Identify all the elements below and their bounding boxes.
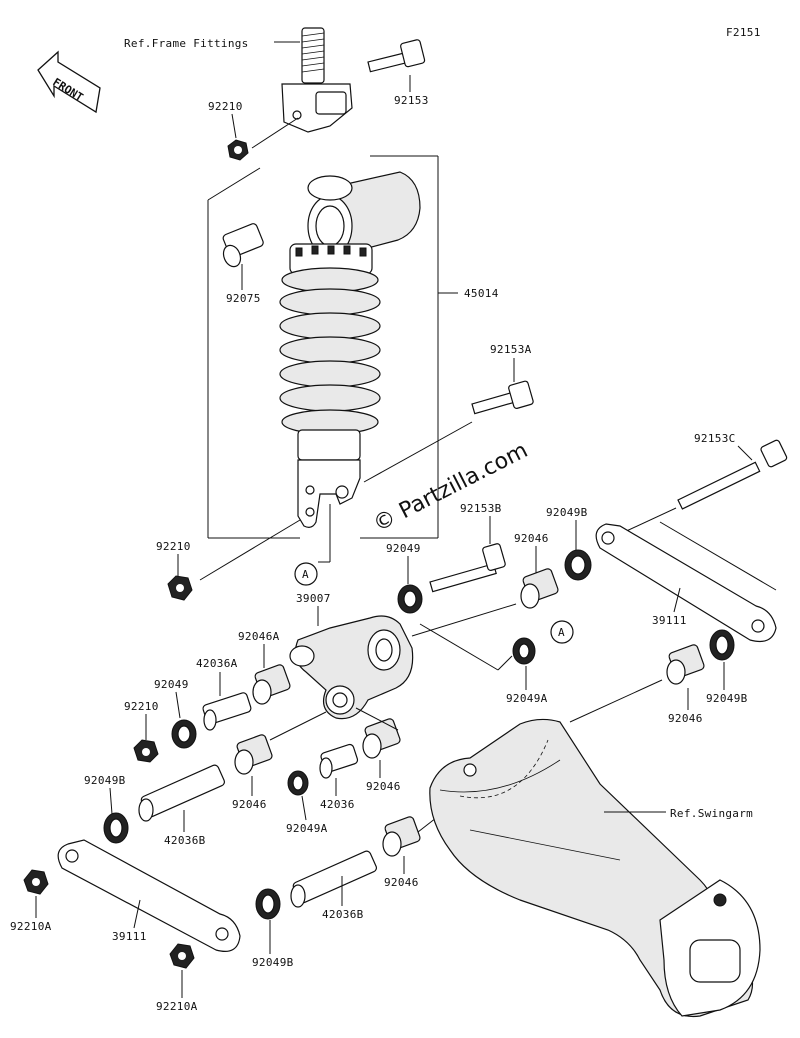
bolt-92153B [429, 543, 506, 593]
nut-92210-mid [167, 575, 193, 601]
washer-92049 [397, 584, 423, 614]
needle-bearing-92046-right-1 [520, 568, 559, 609]
callout-a-lower-label: A [558, 626, 565, 639]
collar-42036 [319, 743, 359, 779]
label-92049-left: 92049 [154, 678, 189, 691]
label-92153: 92153 [394, 94, 429, 107]
rocker-arm-39007 [289, 615, 414, 720]
label-42036: 42036 [320, 798, 355, 811]
watermark: © Partzilla.com [369, 438, 532, 537]
label-42036B-bottom: 42036B [322, 908, 364, 921]
ref-swingarm-label: Ref.Swingarm [670, 807, 753, 820]
nut-92210A-left [23, 869, 49, 895]
label-92046-bottom: 92046 [384, 876, 419, 889]
callout-a-lower [550, 620, 574, 644]
label-92046-center-2: 92046 [366, 780, 401, 793]
rear-shock-absorber [279, 171, 421, 528]
washer-92049B-left [103, 812, 129, 844]
label-42036A: 42036A [196, 657, 238, 670]
callout-a-upper-label: A [302, 568, 309, 581]
bolt-92153C [677, 439, 788, 510]
label-92046-right-1: 92046 [514, 532, 549, 545]
collar-42036B-left [138, 764, 226, 822]
label-92210-top: 92210 [208, 100, 243, 113]
washer-92049B-right-lower [709, 629, 735, 661]
callout-a-upper [294, 562, 318, 586]
nut-92210A-bottom [169, 943, 195, 969]
label-92049B-right: 92049B [546, 506, 588, 519]
label-92046-center-1: 92046 [232, 798, 267, 811]
label-92153A: 92153A [490, 343, 532, 356]
washer-92049A-center [287, 770, 309, 796]
label-92049B-left: 92049B [84, 774, 126, 787]
label-92210A-bottom: 92210A [156, 1000, 198, 1013]
collar-42036B-bottom [290, 850, 378, 908]
figure-code: F2151 [726, 26, 761, 39]
label-92075: 92075 [226, 292, 261, 305]
washer-92049A-right [512, 637, 536, 665]
label-92049: 92049 [386, 542, 421, 555]
label-39007: 39007 [296, 592, 331, 605]
nut-92210-left [133, 739, 159, 763]
label-92153C: 92153C [694, 432, 736, 445]
needle-bearing-92046-center-2 [362, 718, 401, 759]
tie-rod-39111-left [57, 839, 241, 952]
washer-92049-left [171, 719, 197, 749]
label-92049A-right: 92049A [506, 692, 548, 705]
label-45014: 45014 [464, 287, 499, 300]
label-92153B: 92153B [460, 502, 502, 515]
label-92049B-right-2: 92049B [706, 692, 748, 705]
needle-bearing-92046-center-1 [234, 734, 273, 775]
label-92046-right-2: 92046 [668, 712, 703, 725]
bolt-92153 [367, 39, 426, 73]
swingarm [429, 718, 761, 1018]
label-39111-right: 39111 [652, 614, 687, 627]
upper-mount-bracket [281, 27, 353, 133]
bolt-92153A [471, 380, 534, 415]
washer-92049B-bottom [255, 888, 281, 920]
label-39111-left: 39111 [112, 930, 147, 943]
label-92049B-bottom: 92049B [252, 956, 294, 969]
label-92049A-center: 92049A [286, 822, 328, 835]
ref-frame-fittings-label: Ref.Frame Fittings [124, 37, 249, 50]
label-92210-left: 92210 [124, 700, 159, 713]
needle-bearing-92046A [252, 664, 291, 705]
label-92210A-left: 92210A [10, 920, 52, 933]
label-92210-mid: 92210 [156, 540, 191, 553]
needle-bearing-92046-right-2 [666, 644, 705, 685]
label-42036B-left: 42036B [164, 834, 206, 847]
collar-42036A [202, 692, 252, 731]
tie-rod-39111-right [595, 523, 777, 643]
nut-92210-top [227, 139, 249, 161]
needle-bearing-92046-bottom [382, 816, 421, 857]
bushing-92075 [222, 223, 264, 268]
label-92046A: 92046A [238, 630, 280, 643]
front-arrow-icon: FRONT [37, 50, 101, 114]
washer-92049B-right [564, 549, 592, 581]
